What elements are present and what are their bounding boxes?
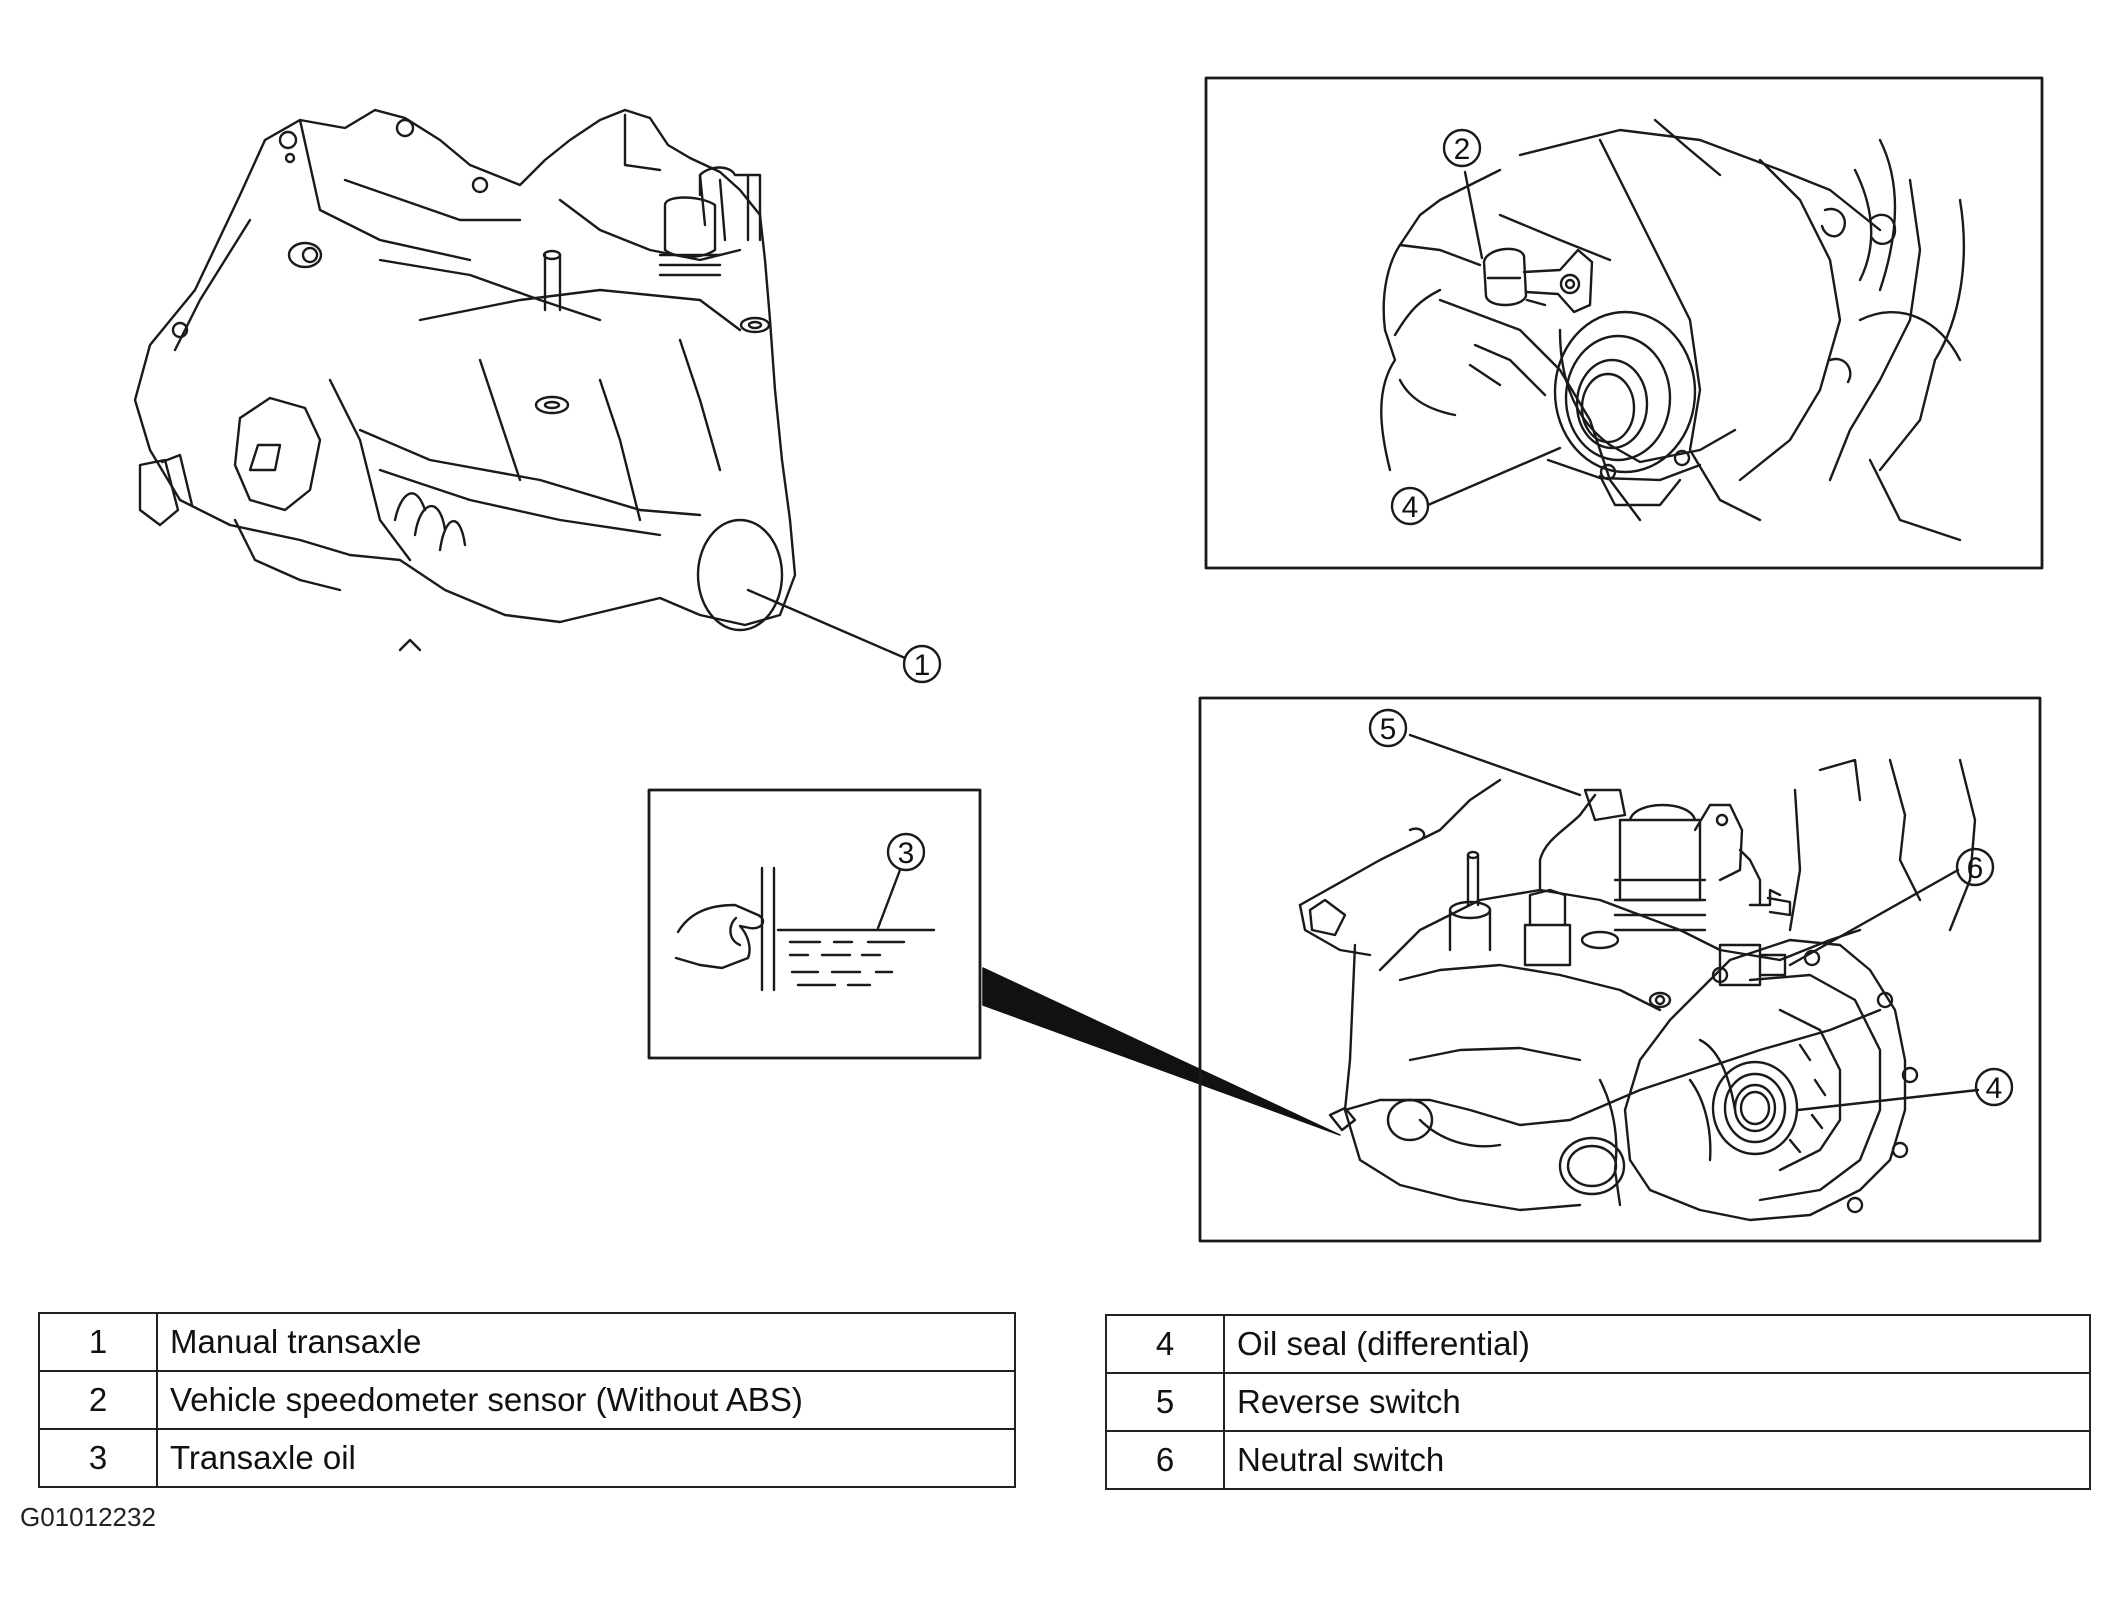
callout-5: 5 (1380, 713, 1397, 746)
callout-4-bottom: 4 (1986, 1072, 2003, 1105)
legend-number: 4 (1105, 1314, 1225, 1374)
legend-row: 4 Oil seal (differential) (1105, 1314, 2091, 1374)
legend-label: Neutral switch (1223, 1430, 2091, 1490)
switches-inset (1198, 696, 2042, 1243)
legend-label: Transaxle oil (156, 1428, 1016, 1488)
legend-number: 6 (1105, 1430, 1225, 1490)
legend-number: 2 (38, 1370, 158, 1430)
legend-row: 2 Vehicle speedometer sensor (Without AB… (38, 1370, 1016, 1430)
legend-row: 3 Transaxle oil (38, 1428, 1016, 1488)
diagram-canvas: 1 2 4 3 5 6 4 (133, 76, 2044, 1243)
speedometer-sensor-inset (1204, 76, 2044, 570)
legend-label: Manual transaxle (156, 1312, 1016, 1372)
legend-row: 1 Manual transaxle (38, 1312, 1016, 1372)
legend-label: Reverse switch (1223, 1372, 2091, 1432)
callout-1: 1 (914, 649, 931, 682)
legend-number: 1 (38, 1312, 158, 1372)
legend-number: 3 (38, 1428, 158, 1488)
legend-row: 5 Reverse switch (1105, 1372, 2091, 1432)
callout-4-top: 4 (1402, 491, 1419, 524)
legend-row: 6 Neutral switch (1105, 1430, 2091, 1490)
callout-6: 6 (1967, 852, 1984, 885)
legend-label: Oil seal (differential) (1223, 1314, 2091, 1374)
transaxle-illustration (133, 108, 797, 652)
legend-table-left: 1 Manual transaxle 2 Vehicle speedometer… (38, 1312, 1016, 1488)
callout-3: 3 (898, 837, 915, 870)
legend-number: 5 (1105, 1372, 1225, 1432)
legend-table-right: 4 Oil seal (differential) 5 Reverse swit… (1105, 1314, 2091, 1490)
legend-label: Vehicle speedometer sensor (Without ABS) (156, 1370, 1016, 1430)
figure-id: G01012232 (20, 1502, 156, 1532)
oil-level-inset (647, 788, 982, 1060)
callout-2: 2 (1454, 133, 1471, 166)
